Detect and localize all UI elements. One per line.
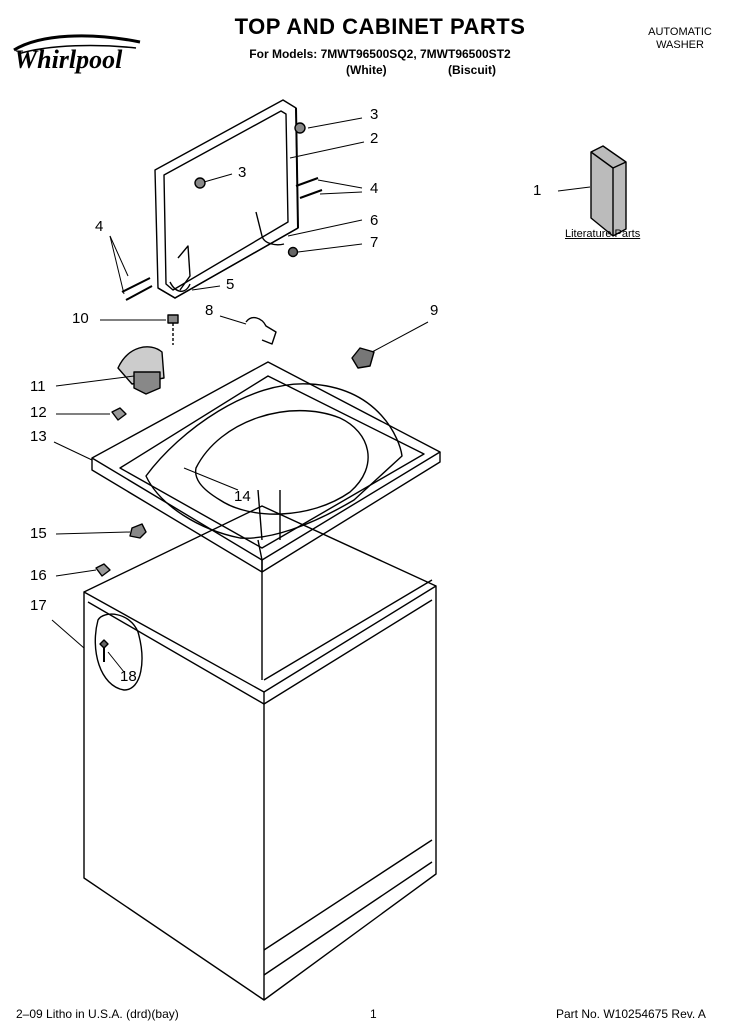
callout-11: 11 bbox=[30, 378, 46, 395]
callout-15: 15 bbox=[30, 525, 47, 542]
callout-2: 2 bbox=[370, 130, 379, 147]
callout-3-lower: 3 bbox=[238, 164, 247, 181]
lid-frame bbox=[154, 99, 299, 299]
callout-13: 13 bbox=[30, 428, 47, 445]
leader-lines bbox=[51, 117, 591, 673]
cabinet bbox=[83, 505, 437, 1001]
callout-17: 17 bbox=[30, 597, 47, 614]
callout-4-left: 4 bbox=[95, 218, 104, 235]
callout-8: 8 bbox=[205, 302, 214, 319]
hinge-bar bbox=[177, 245, 191, 291]
callout-4: 4 bbox=[370, 180, 379, 197]
mounting-screw bbox=[167, 314, 179, 345]
product-type-line1: AUTOMATIC bbox=[648, 26, 712, 38]
product-type-line2: WASHER bbox=[656, 39, 704, 51]
callout-3: 3 bbox=[370, 106, 379, 123]
variant-white: (White) bbox=[346, 63, 387, 77]
hinge-curve bbox=[169, 281, 191, 292]
lid-screw bbox=[121, 122, 323, 301]
whirlpool-logo: Whirlpool bbox=[10, 32, 148, 74]
callout-16: 16 bbox=[30, 567, 47, 584]
dispenser-cap bbox=[351, 347, 375, 369]
lid-switch bbox=[117, 346, 165, 395]
whirlpool-swirl-icon: Whirlpool bbox=[13, 34, 141, 74]
callout-9: 9 bbox=[430, 302, 439, 319]
footer-litho: 2–09 Litho in U.S.A. (drd)(bay) bbox=[16, 1007, 179, 1021]
product-type: AUTOMATIC WASHER bbox=[620, 26, 740, 52]
callout-12: 12 bbox=[30, 404, 47, 421]
hinge-bracket bbox=[245, 316, 277, 345]
svg-text:Whirlpool: Whirlpool bbox=[14, 45, 123, 74]
lid-pad bbox=[287, 246, 299, 258]
top-fastener bbox=[129, 523, 147, 539]
callout-10: 10 bbox=[72, 310, 89, 327]
models-line: For Models: 7MWT96500SQ2, 7MWT96500ST2 bbox=[249, 47, 511, 61]
variant-biscuit: (Biscuit) bbox=[448, 63, 496, 77]
literature-booklet bbox=[590, 145, 627, 237]
footer-page-number: 1 bbox=[370, 1007, 377, 1021]
literature-parts-label: Literature Parts bbox=[565, 228, 641, 240]
lid-switch-rod bbox=[255, 211, 285, 246]
page-title: TOP AND CABINET PARTS bbox=[234, 14, 526, 39]
callout-14: 14 bbox=[234, 488, 251, 505]
callout-6: 6 bbox=[370, 212, 379, 229]
cabinet-screw bbox=[99, 639, 109, 662]
cabinet-clip bbox=[95, 563, 111, 577]
callout-5: 5 bbox=[226, 276, 235, 293]
footer-part-number: Part No. W10254675 Rev. A bbox=[556, 1007, 706, 1021]
clip bbox=[111, 407, 127, 421]
callout-1: 1 bbox=[533, 182, 542, 199]
callout-18: 18 bbox=[120, 668, 137, 685]
callout-7: 7 bbox=[370, 234, 379, 251]
top-panel bbox=[91, 361, 441, 573]
